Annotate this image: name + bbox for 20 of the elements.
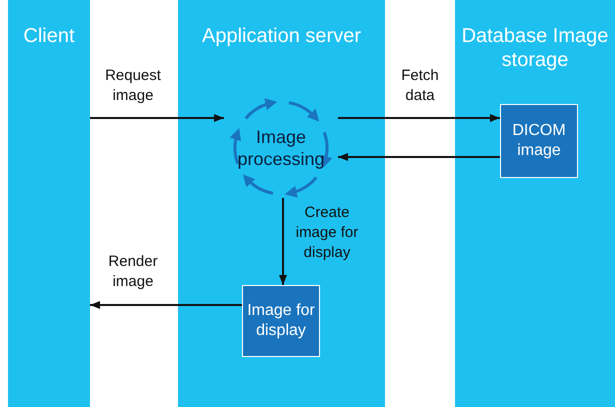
arrow — [338, 153, 500, 161]
process-label: Image processing — [237, 126, 325, 170]
arrow — [279, 198, 287, 285]
column-heading: Client — [22, 24, 76, 48]
box-label: Image for display — [246, 301, 316, 341]
column-band — [455, 0, 615, 407]
image-box — [242, 285, 320, 357]
column-heading: Application server — [201, 24, 362, 48]
box-label: DICOM image — [511, 121, 567, 161]
edge-label: Fetch data — [400, 66, 440, 106]
edge-label: Request image — [104, 66, 162, 106]
edge-label: Create image for display — [294, 203, 360, 263]
column-band — [178, 0, 385, 407]
image-box — [500, 104, 578, 178]
column-band — [8, 0, 90, 407]
arrow — [90, 301, 242, 309]
column-heading: Database Image storage — [460, 24, 610, 72]
arrow — [338, 114, 500, 122]
edge-label: Render image — [107, 252, 159, 292]
arrow — [90, 114, 224, 122]
